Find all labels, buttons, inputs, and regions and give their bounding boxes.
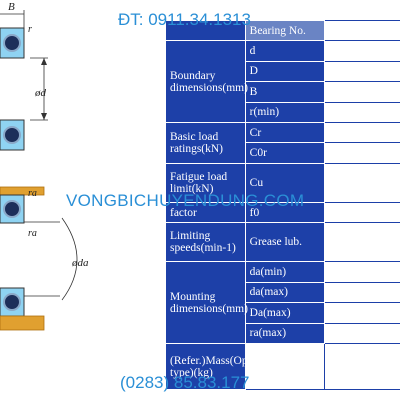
value-cell <box>324 162 400 203</box>
label-b: B <box>8 1 15 13</box>
symbol-cell: D <box>244 60 326 83</box>
table-row: ra(max) <box>166 322 400 344</box>
symbol-cell: B <box>244 81 326 103</box>
header-blank-cell <box>165 19 246 42</box>
label-ra-top: ra <box>28 188 37 199</box>
bearing-section-mounting: ra ra øda <box>0 186 89 331</box>
bearing-section-top: B r ød <box>0 1 48 151</box>
symbol-cell: f0 <box>244 201 326 224</box>
symbol-cell: ra(max) <box>244 322 326 344</box>
table-row: Da(max) <box>166 302 400 324</box>
bearing-diagram: B r ød ra ra øda <box>0 1 89 331</box>
group-basic-load-ratings: Basic load ratings(kN) <box>165 121 246 164</box>
value-cell <box>324 281 400 304</box>
value-cell <box>324 101 400 123</box>
symbol-cell: Da(max) <box>244 302 326 324</box>
table-row: B <box>166 81 400 103</box>
symbol-cell: C0r <box>244 142 326 164</box>
watermark-website[interactable]: VONGBICHUYENDUNG.COM <box>66 191 305 210</box>
watermark-phone: ĐT: 0911.34.1313 <box>118 10 251 29</box>
table-row: D <box>166 60 400 83</box>
label-da: øda <box>71 257 89 269</box>
value-cell <box>324 201 400 224</box>
label-ra-side: ra <box>28 228 37 239</box>
value-cell <box>324 81 400 103</box>
group-limiting-speeds: Limiting speeds(min-1) <box>165 222 246 263</box>
table-row: Limiting speeds(min-1) Grease lub. <box>165 222 400 263</box>
table-row: (Refer.)Mass(Open type)(kg) <box>165 343 400 390</box>
symbol-cell: Grease lub. <box>244 222 326 263</box>
table-row: Mounting dimensions(mm) da(min) <box>165 261 400 344</box>
value-cell <box>324 19 400 42</box>
symbol-cell: r(min) <box>244 101 326 123</box>
symbol-cell: d <box>244 40 326 62</box>
symbol-cell: da(max) <box>244 281 326 304</box>
value-cell <box>324 121 400 144</box>
symbol-cell: Cu <box>244 162 326 203</box>
symbol-cell <box>244 343 326 390</box>
value-cell <box>324 60 400 83</box>
spec-table: Bearing No. Boundary dimensions(mm) d D … <box>165 19 400 390</box>
value-cell <box>324 261 400 283</box>
group-factor: factor <box>165 201 246 224</box>
value-cell <box>324 222 400 263</box>
group-mounting-dimensions: Mounting dimensions(mm) <box>165 261 248 344</box>
label-d: ød <box>34 87 47 99</box>
value-cell <box>324 40 400 62</box>
value-cell <box>324 343 400 390</box>
group-boundary-dimensions: Boundary dimensions(mm) <box>165 40 248 123</box>
table-row: Boundary dimensions(mm) d <box>165 40 400 123</box>
value-cell <box>324 302 400 324</box>
header-bearing-no: Bearing No. <box>244 19 326 42</box>
group-mass: (Refer.)Mass(Open type)(kg) <box>165 343 258 390</box>
symbol-cell: da(min) <box>244 261 326 283</box>
symbol-cell: Cr <box>244 121 326 144</box>
table-row: factor f0 <box>165 201 400 224</box>
table-row: Basic load ratings(kN) Cr <box>165 121 400 164</box>
value-cell <box>324 142 400 164</box>
value-cell <box>324 322 400 344</box>
table-row: C0r <box>166 142 400 164</box>
table-row: da(max) <box>166 281 400 304</box>
table-row: Bearing No. <box>165 19 400 42</box>
watermark-hotline: (0283) 85.83.177 <box>120 373 250 392</box>
label-r: r <box>28 24 32 35</box>
table-row: r(min) <box>166 101 400 123</box>
